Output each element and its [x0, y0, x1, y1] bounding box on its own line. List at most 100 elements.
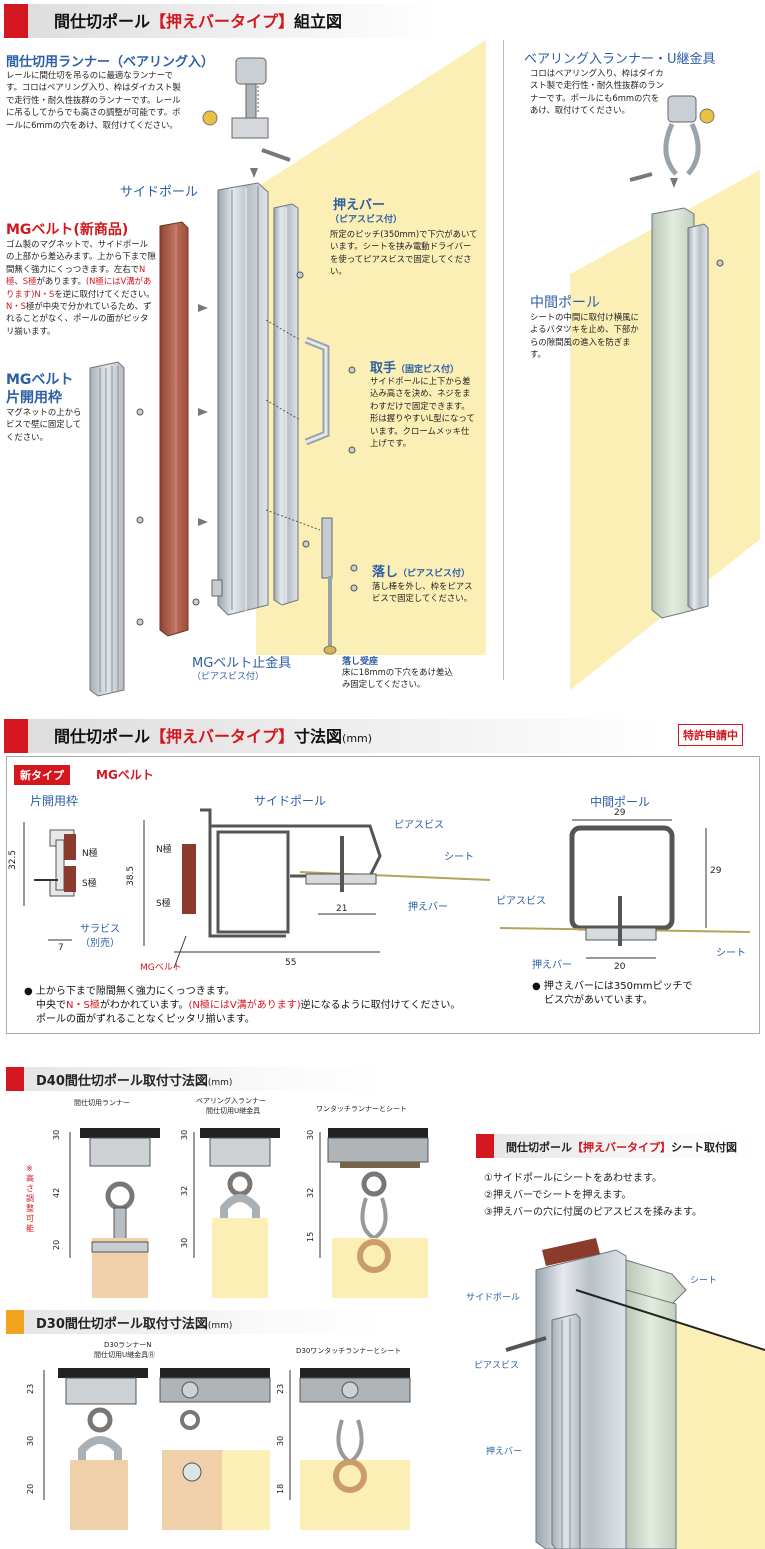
side-n-pole: N極 — [156, 845, 172, 855]
step-1: ①サイドポールにシートをあわせます。 — [484, 1173, 662, 1184]
runner-desc: レールに間仕切を吊るのに最適なランナーです。コロはベアリング入り、枠はダイカスト… — [6, 70, 181, 130]
mg-frame-illustration — [89, 361, 125, 697]
mg-stopper-sub: （ピアスビス付） — [192, 672, 265, 682]
frame-width-dim: 7 — [58, 943, 64, 953]
d30-col1-title-2: 間仕切用U継金具Ⓡ — [94, 1351, 156, 1359]
mid-bar-dim: 20 — [614, 962, 626, 972]
runner-illustration — [202, 57, 291, 162]
header-red-marker — [4, 4, 28, 38]
d40b-dim-3: 30 — [180, 1237, 189, 1248]
frame-dim-title: 片開用枠 — [30, 794, 79, 808]
d40-runner-3 — [319, 1128, 429, 1298]
section3-title: D40間仕切ポール取付寸法図(mm) — [36, 1074, 233, 1089]
section3-header: D40間仕切ポール取付寸法図(mm) — [6, 1067, 386, 1091]
frame-section-drawing — [23, 822, 76, 941]
mid-sheet-label: シート — [716, 948, 746, 959]
d30-runner-1 — [43, 1368, 148, 1530]
side-press-bar-label: 押えバー — [408, 902, 448, 913]
header-red-marker — [6, 1310, 24, 1334]
drop-desc: 落し棒を外し、枠をピアスビスで固定してください。 — [372, 581, 473, 604]
d30-drawings — [43, 1368, 411, 1530]
mg-belt-title: MGベルト(新商品) — [6, 222, 129, 238]
d30a-dim-3: 20 — [26, 1483, 35, 1494]
drop-seat-title: 落し受座 — [342, 657, 379, 667]
side-height-dim: 38.5 — [126, 865, 136, 886]
d30-runner-3 — [289, 1368, 411, 1530]
sara-screw-note: （別売） — [80, 938, 120, 949]
drop-latch-illustration — [321, 517, 337, 655]
mid-height-dim: 29 — [710, 866, 722, 876]
mg-stopper-title: MGベルト止金具 — [192, 656, 292, 671]
side-pole-illustration — [217, 182, 269, 616]
assembly-illustration — [89, 57, 724, 697]
section-divider-vertical — [503, 40, 504, 680]
mg-frame-desc: マグネットの上からビスで壁に固定してください。 — [6, 407, 82, 442]
header-red-marker — [6, 1067, 24, 1091]
bearing-runner-title: ベアリング入ランナー・U継金具 — [524, 52, 716, 67]
d40b-dim-1: 30 — [180, 1129, 189, 1140]
frame-s-pole: S極 — [82, 879, 97, 889]
d40-drawings — [69, 1128, 429, 1298]
side-pole-section-drawing — [143, 808, 491, 969]
section5-press-bar-label: 押えバー — [486, 1447, 523, 1457]
drop-seat-desc: 床に18mmの下穴をあけ差込み固定してください。 — [342, 667, 453, 690]
frame-n-pole: N極 — [82, 849, 98, 859]
drop-title: 落し（ピアスビス付） — [372, 565, 471, 580]
handle-title: 取手（固定ビス付） — [370, 361, 460, 376]
section2-box — [6, 756, 760, 1034]
section1-header: 間仕切ポール【押えバータイプ】組立図 — [4, 4, 434, 38]
middle-pole-section-drawing — [499, 819, 751, 959]
section5-pierce-screw-label: ピアスビス — [474, 1361, 520, 1371]
side-pole-dim-title: サイドポール — [254, 794, 327, 808]
section4-title: D30間仕切ポール取付寸法図(mm) — [36, 1317, 233, 1332]
handle-illustration — [304, 336, 330, 446]
dimension-drawing — [23, 808, 751, 969]
d40a-dim-3: 20 — [52, 1239, 61, 1250]
notes-right: ● 押さえバーには350mmピッチで ビス穴があいています。 — [532, 981, 693, 1006]
handle-desc: サイドポールに上下から差込み高さを決め、ネジをまわすだけで固定できます。形は握り… — [370, 376, 475, 449]
press-bar-illustration — [273, 203, 299, 606]
patent-badge: 特許申請中 — [678, 724, 743, 746]
d40c-dim-2: 32 — [306, 1187, 315, 1198]
new-type-badge: 新タイプ — [14, 765, 70, 785]
d40-col3-title: ワンタッチランナーとシート — [316, 1105, 407, 1113]
d30-col2-title: D30ワンタッチランナーとシート — [296, 1347, 402, 1355]
side-pole-label: サイドポール — [120, 185, 199, 200]
d40-runner-1 — [69, 1128, 160, 1298]
d30a-dim-1: 23 — [26, 1383, 35, 1394]
bearing-runner-desc: コロはベアリング入り、枠はダイカスト製で走行性・耐久性抜群のランナーです。ポール… — [530, 68, 664, 116]
side-bar-dim: 21 — [336, 904, 348, 914]
d40-runner-2 — [193, 1128, 280, 1298]
d40c-dim-3: 15 — [306, 1231, 315, 1242]
d30b-dim-2: 30 — [276, 1435, 285, 1446]
section5-header: 間仕切ポール【押えバータイプ】シート取付図 — [476, 1134, 760, 1158]
section2-title: 間仕切ポール【押えバータイプ】寸法図(mm) — [54, 727, 373, 746]
d40-col2-title-2: 間仕切用U継金具 — [206, 1107, 261, 1115]
mg-belt-type-label: MGベルト — [96, 768, 154, 782]
arrow-icons — [198, 168, 678, 526]
section1-title: 間仕切ポール【押えバータイプ】組立図 — [54, 12, 343, 31]
notes-left: ● 上から下まで隙間無く強力にくっつきます。 中央でN・S極がわかれています。(… — [24, 986, 461, 1025]
d40c-dim-1: 30 — [306, 1129, 315, 1140]
press-bar-sub: （ピアスビス付） — [330, 215, 403, 225]
d40-col1-title: 間仕切用ランナー — [74, 1099, 130, 1107]
header-red-marker — [476, 1134, 494, 1158]
side-pierce-screw-label: ピアスビス — [394, 820, 444, 831]
step-3: ③押えバーの穴に付属のピアスビスを揉みます。 — [484, 1207, 702, 1218]
d40a-dim-2: 42 — [52, 1187, 61, 1198]
d40-col2-title-1: ベアリング入ランナー — [196, 1097, 266, 1105]
mg-frame-title-1: MGベルト — [6, 372, 74, 388]
section5-title: 間仕切ポール【押えバータイプ】シート取付図 — [506, 1141, 737, 1154]
press-bar-title: 押えバー — [333, 198, 386, 213]
section4-header: D30間仕切ポール取付寸法図(mm) — [6, 1310, 386, 1334]
sheet-mount-drawing — [505, 1238, 765, 1549]
bearing-runner-illustration — [629, 95, 715, 182]
header-red-marker — [4, 719, 28, 753]
middle-pole-title: 中間ポール — [530, 295, 600, 311]
section5-side-pole-label: サイドポール — [466, 1293, 521, 1303]
section2-header: 間仕切ポール【押えバータイプ】寸法図(mm) — [4, 719, 664, 753]
d30b-dim-3: 18 — [276, 1483, 285, 1494]
mg-belt-illustration — [159, 221, 189, 637]
d30-col1-title-1: D30ランナーN — [104, 1341, 152, 1349]
d40-height-note: ※高さ調整可能 — [26, 1164, 34, 1233]
